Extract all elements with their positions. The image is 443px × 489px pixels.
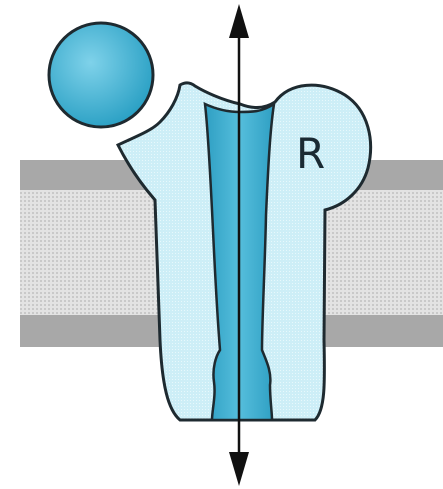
arrow-down-icon bbox=[229, 452, 249, 486]
ligand-molecule bbox=[49, 23, 153, 127]
arrow-up-icon bbox=[229, 4, 249, 38]
receptor-label: R bbox=[296, 129, 325, 178]
